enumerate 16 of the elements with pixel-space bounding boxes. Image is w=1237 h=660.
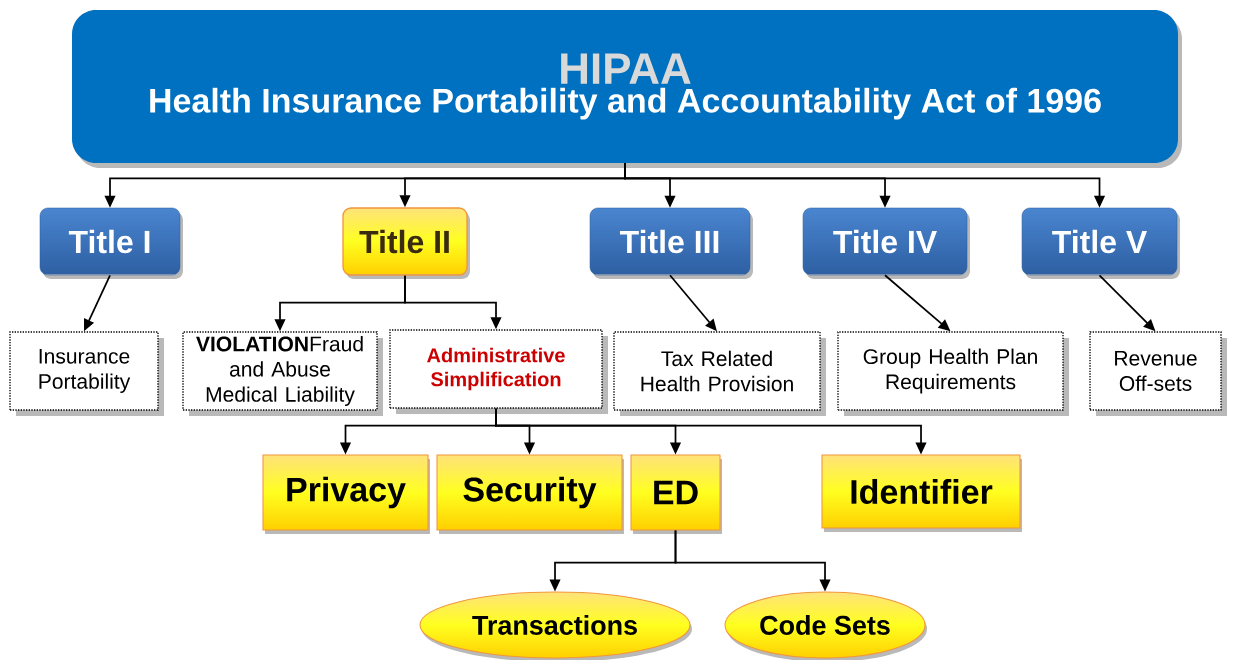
topic-box: VIOLATIONFraud and Abuse Medical Liability (182, 331, 383, 416)
rule-box: Identifier (821, 454, 1022, 532)
title-box: Title I (39, 207, 183, 279)
rule-box: ED (630, 454, 722, 534)
topic-box: Group Health Plan Requirements (837, 331, 1069, 416)
title-box: Title IV (802, 207, 970, 279)
topic-box: Administrative Simplification (389, 329, 608, 414)
title-banner: HIPAA Health Insurance Portability and Accountability Act of 1996 (72, 10, 1182, 168)
title-box: Title V (1021, 207, 1180, 279)
title-box: Title II (342, 207, 470, 279)
rule-box: Privacy (262, 454, 430, 534)
topic-box: Tax Related Health Provision (613, 331, 826, 416)
title-box: Title III (589, 207, 753, 279)
rule-box: Security (436, 454, 624, 534)
topic-box: Insurance Portability (9, 331, 164, 416)
topic-box: Revenue Off-sets (1089, 331, 1227, 416)
